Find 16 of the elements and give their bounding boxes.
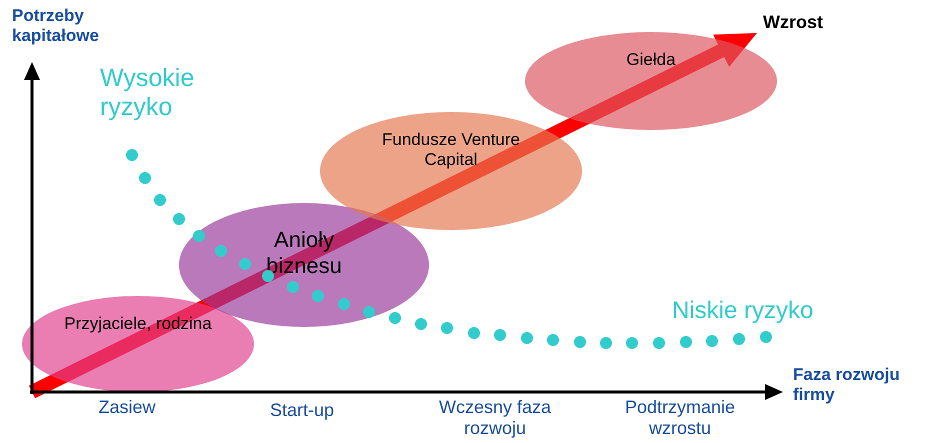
risk-label: Wysokie ryzyko xyxy=(100,64,196,122)
ellipse xyxy=(320,112,582,230)
node-label: Anioły biznesu xyxy=(265,227,343,280)
risk-label: Niskie ryzyko xyxy=(672,297,814,325)
node-label: Fundusze Venture Capital xyxy=(381,130,521,171)
stage-label: Podtrzymanie wzrostu xyxy=(624,397,736,438)
axis-title: Faza rozwoju firmy xyxy=(793,365,901,404)
axis-title: Potrzeby kapitałowe xyxy=(12,6,100,46)
node-label: Giełda xyxy=(625,50,677,70)
stage-label: Wczesny faza rozwoju xyxy=(438,397,552,438)
arrow-label: Wzrost xyxy=(763,12,824,33)
ellipse xyxy=(525,32,777,130)
stage-label: Zasiew xyxy=(97,397,156,418)
node-label: Przyjaciele, rodzina xyxy=(63,314,213,334)
stage-label: Start-up xyxy=(268,400,336,421)
ellipse xyxy=(22,296,254,392)
